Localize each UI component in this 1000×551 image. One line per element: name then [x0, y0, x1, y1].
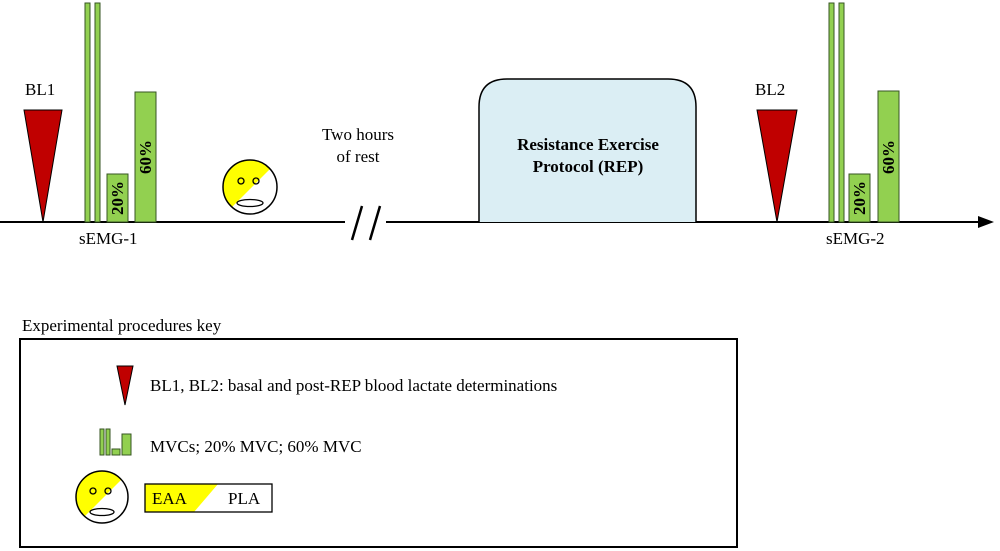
- key-triangle-icon: [116, 365, 134, 406]
- key-eaa-label: EAA: [152, 489, 188, 508]
- bl1-label: BL1: [25, 80, 55, 99]
- mvc-bar: [838, 2, 845, 223]
- bl2-label: BL2: [755, 80, 785, 99]
- key-box: [19, 338, 738, 548]
- rep-box: [478, 78, 697, 222]
- bar-60-percent: [134, 91, 157, 223]
- key-eaa-pla-swatch: EAA PLA: [144, 483, 273, 513]
- bar-20-label: 20%: [108, 181, 127, 215]
- mvc-bar: [84, 2, 91, 223]
- bl1-triangle-icon: [23, 109, 63, 223]
- key-mvc-text: MVCs; 20% MVC; 60% MVC: [150, 437, 362, 456]
- semg2-label: sEMG-2: [826, 229, 885, 248]
- rest-text-line2: of rest: [337, 147, 380, 166]
- key-bl-text: BL1, BL2: basal and post-REP blood lacta…: [150, 376, 557, 395]
- bar-60-label: 60%: [879, 140, 898, 174]
- rest-text-line1: Two hours: [322, 125, 394, 144]
- semg1-label: sEMG-1: [79, 229, 138, 248]
- mvc-bars-2: 20% 60%: [828, 2, 900, 223]
- rep-text-line2: Protocol (REP): [533, 157, 644, 176]
- supplement-face-icon: [222, 159, 278, 215]
- key-mvc-bars-icon: [99, 428, 132, 456]
- mvc-bar: [94, 2, 101, 223]
- key-pla-label: PLA: [228, 489, 261, 508]
- bar-60-label: 60%: [136, 140, 155, 174]
- key-face-icon: [75, 470, 129, 524]
- mvc-bar: [828, 2, 835, 223]
- key-title: Experimental procedures key: [22, 316, 222, 335]
- bar-60-percent: [877, 90, 900, 223]
- rep-text-line1: Resistance Exercise: [517, 135, 659, 154]
- bar-20-percent: [106, 173, 129, 223]
- axis-break-icon: [350, 205, 382, 241]
- bar-20-label: 20%: [850, 181, 869, 215]
- bl2-triangle-icon: [756, 109, 798, 223]
- mvc-bars-1: 20% 60%: [84, 2, 157, 223]
- bar-20-percent: [848, 173, 871, 223]
